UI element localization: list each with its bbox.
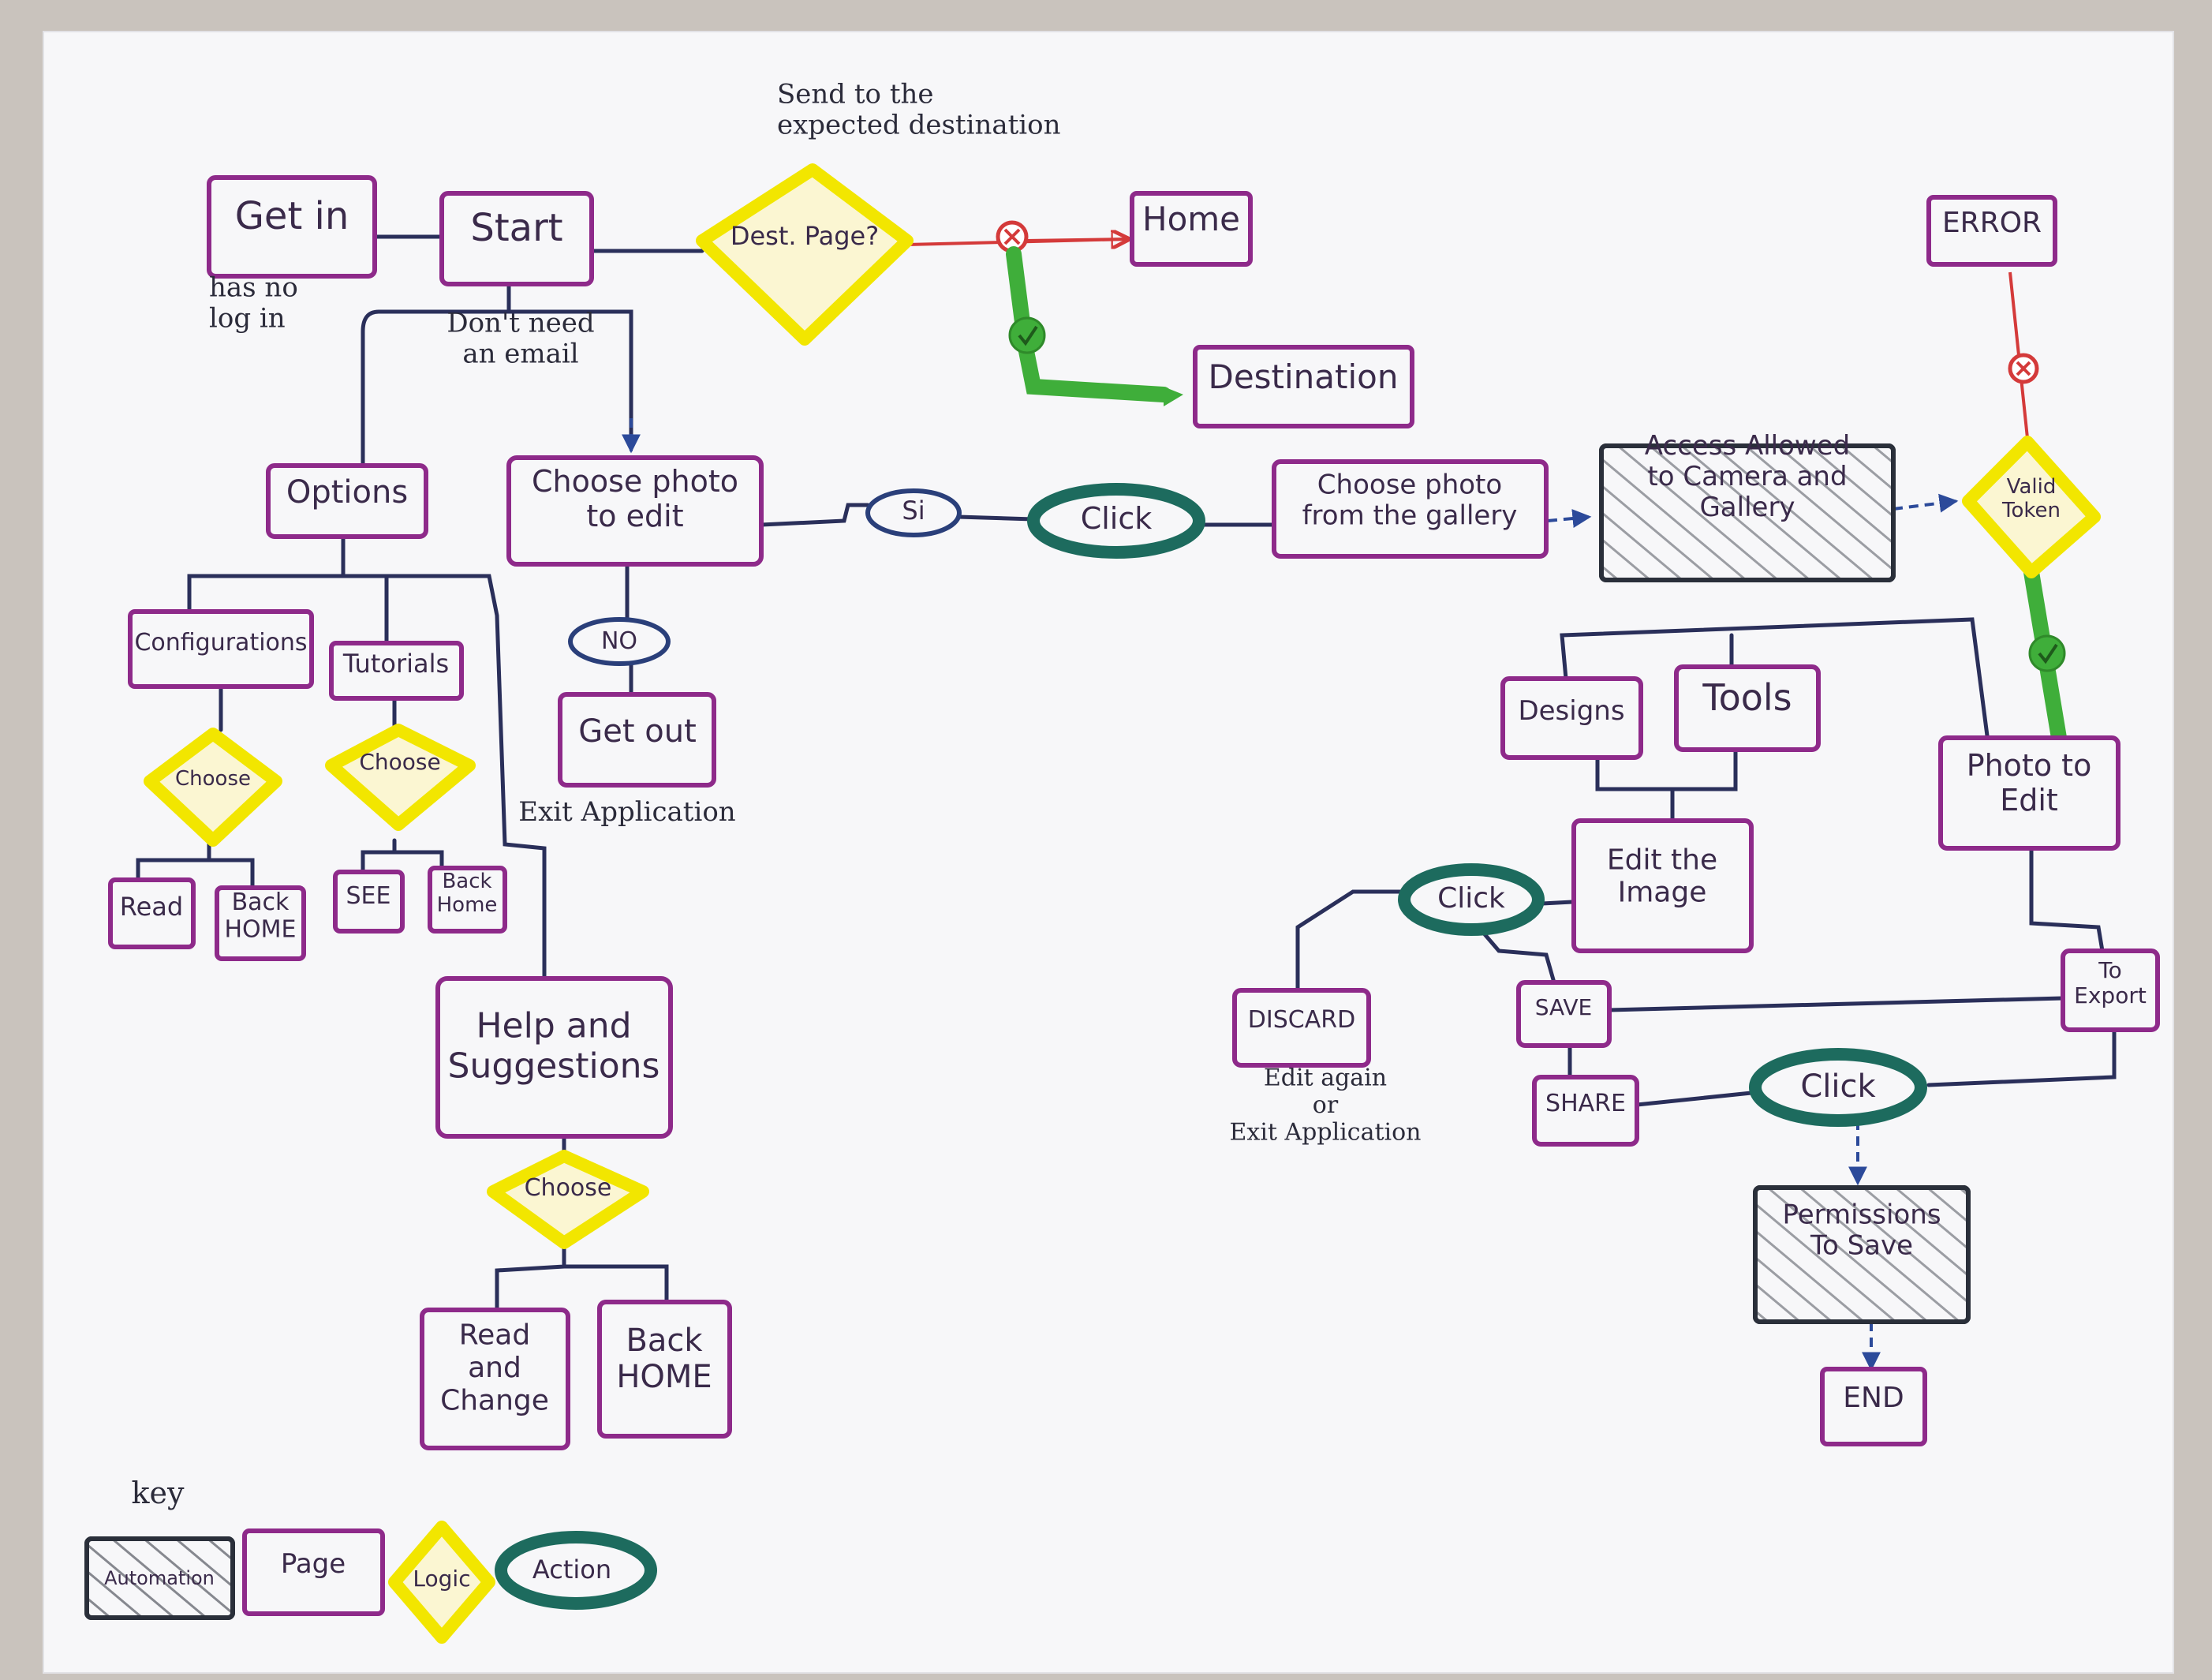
page-edit-image[interactable] — [1571, 818, 1754, 953]
logic-choose-3[interactable] — [487, 1150, 649, 1249]
connectors — [136, 234, 2117, 1312]
page-discard-label: DISCARD — [1248, 1006, 1355, 1034]
logic-valid-token[interactable] — [1962, 436, 2101, 578]
key-automation-label-bg — [84, 1536, 235, 1620]
page-photo-to-edit[interactable] — [1938, 735, 2120, 851]
note-key: key — [132, 1476, 185, 1510]
page-back-home-2[interactable] — [428, 866, 507, 934]
page-start-label: Start — [470, 206, 562, 250]
page-destination[interactable] — [1193, 345, 1414, 428]
page-share[interactable] — [1532, 1075, 1639, 1147]
key-action-label: Action — [532, 1555, 611, 1585]
page-back-home-1[interactable] — [215, 885, 306, 961]
key-logic-label: Logic — [413, 1566, 470, 1592]
logic-dest-page[interactable] — [696, 163, 914, 346]
logic-choose-1[interactable] — [144, 728, 282, 847]
page-home-label: Home — [1142, 200, 1240, 238]
page-designs-label: Designs — [1518, 695, 1624, 727]
page-end[interactable] — [1820, 1367, 1927, 1446]
page-get-out-label: Get out — [578, 713, 697, 750]
page-get-in-label: Get in — [235, 194, 349, 238]
note-exit-application: Exit Application — [518, 796, 735, 828]
logic-choose-2[interactable] — [325, 724, 476, 831]
key-page — [242, 1528, 385, 1616]
action-click-1-label: Click — [1081, 501, 1153, 536]
automation-permissions-label-bg — [1753, 1185, 1971, 1324]
logic-dest-page-label: Dest. Page? — [730, 221, 879, 251]
page-tutorials-label: Tutorials — [342, 649, 449, 679]
page-error-label: ERROR — [1942, 207, 2042, 239]
action-click-3[interactable] — [1749, 1048, 1927, 1127]
check-icon — [2028, 634, 2066, 672]
page-home[interactable] — [1130, 191, 1253, 267]
page-back-home-3[interactable] — [597, 1300, 732, 1439]
key-logic — [388, 1521, 495, 1644]
page-save[interactable] — [1516, 980, 1612, 1048]
action-no[interactable] — [568, 617, 671, 666]
action-click-1[interactable] — [1027, 483, 1205, 559]
yes-path — [1006, 246, 2067, 746]
page-destination-label: Destination — [1208, 357, 1398, 396]
page-discard[interactable] — [1232, 988, 1371, 1068]
page-read[interactable] — [108, 877, 196, 949]
action-no-label: NO — [601, 627, 637, 655]
action-si-label: Si — [902, 496, 925, 526]
no-path — [906, 220, 2039, 439]
check-icon — [1008, 316, 1046, 354]
page-to-export[interactable] — [2061, 949, 2160, 1032]
automation-access-label-bg — [1599, 443, 1896, 582]
page-get-in[interactable] — [207, 175, 377, 279]
page-help[interactable] — [435, 976, 673, 1139]
action-click-3-label: Click — [1800, 1068, 1876, 1105]
page-share-label: SHARE — [1545, 1090, 1626, 1117]
page-read-change[interactable] — [420, 1308, 570, 1450]
action-click-2-label: Click — [1437, 882, 1505, 915]
page-see[interactable] — [333, 870, 405, 934]
page-tutorials[interactable] — [329, 641, 464, 701]
page-end-label: END — [1843, 1382, 1904, 1414]
logic-choose-2-label: Choose — [359, 749, 440, 775]
page-designs[interactable] — [1500, 676, 1643, 760]
page-configurations[interactable] — [128, 609, 314, 689]
action-click-2[interactable] — [1398, 863, 1545, 936]
page-start[interactable] — [439, 191, 594, 286]
page-save-label: SAVE — [1535, 994, 1593, 1020]
page-tools[interactable] — [1674, 664, 1821, 752]
page-read-label: Read — [120, 892, 183, 922]
page-error[interactable] — [1926, 195, 2057, 267]
key-action — [495, 1531, 657, 1610]
page-options-label: Options — [286, 474, 408, 511]
page-options[interactable] — [266, 463, 428, 539]
key-page-label: Page — [281, 1548, 346, 1580]
flow-arrows — [622, 418, 1959, 1371]
page-configurations-label: Configurations — [134, 629, 307, 657]
action-si[interactable] — [865, 488, 962, 537]
page-choose-gallery[interactable] — [1272, 459, 1549, 559]
page-choose-photo[interactable] — [506, 455, 764, 567]
logic-choose-1-label: Choose — [175, 767, 251, 791]
page-tools-label: Tools — [1702, 676, 1792, 719]
key-automation-label: Automation — [104, 1567, 215, 1589]
page-get-out[interactable] — [558, 692, 716, 788]
page-see-label: SEE — [346, 882, 391, 910]
logic-choose-3-label: Choose — [525, 1174, 612, 1202]
